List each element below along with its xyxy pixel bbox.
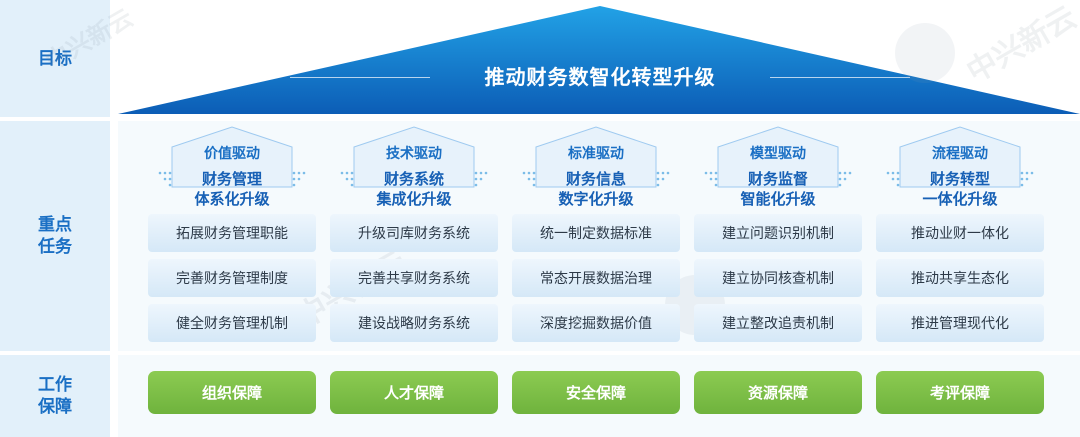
driver-header: 流程驱动 财务转型 一体化升级 [876, 125, 1044, 210]
goal-line-left [290, 77, 430, 78]
upgrade-title: 财务信息 数字化升级 [558, 170, 634, 208]
upgrade-title: 财务系统 集成化升级 [376, 170, 452, 208]
goal-label-box: 目标 [0, 0, 110, 117]
driver-header: 标准驱动 财务信息 数字化升级 [512, 125, 680, 210]
driver-title: 模型驱动 [750, 146, 806, 162]
watermark-logo-right [890, 18, 960, 92]
task-item: 升级司库财务系统 [330, 214, 498, 252]
guarantee-resources-button[interactable]: 资源保障 [694, 371, 862, 414]
guarantee-organization-button[interactable]: 组织保障 [148, 371, 316, 414]
house-icon [886, 126, 1034, 188]
goal-title: 推动财务数智化转型升级 [484, 65, 716, 89]
task-item: 推动共享生态化 [876, 259, 1044, 297]
task-item: 拓展财务管理职能 [148, 214, 316, 252]
upgrade-title: 财务转型 一体化升级 [922, 170, 998, 208]
task-item: 健全财务管理机制 [148, 304, 316, 342]
task-column: 标准驱动 财务信息 数字化升级 统一制定数据标准 常态开展数据治理 深度挖掘数据… [512, 125, 680, 342]
task-item: 建立整改追责机制 [694, 304, 862, 342]
driver-title: 技术驱动 [386, 146, 442, 162]
upgrade-title: 财务管理 体系化升级 [194, 170, 270, 208]
task-item: 常态开展数据治理 [512, 259, 680, 297]
driver-title: 流程驱动 [932, 146, 988, 162]
task-item: 完善财务管理制度 [148, 259, 316, 297]
driver-title: 价值驱动 [204, 146, 260, 162]
cloud-logo-icon [895, 23, 955, 83]
tasks-label-box: 重点 任务 [0, 121, 110, 351]
driver-header: 价值驱动 财务管理 体系化升级 [148, 125, 316, 210]
house-icon [340, 126, 488, 188]
task-item: 推动业财一体化 [876, 214, 1044, 252]
goal-roof [118, 6, 1080, 114]
task-column: 流程驱动 财务转型 一体化升级 推动业财一体化 推动共享生态化 推进管理现代化 [876, 125, 1044, 342]
upgrade-title: 财务监督 智能化升级 [740, 170, 816, 208]
task-item: 深度挖掘数据价值 [512, 304, 680, 342]
task-item: 推进管理现代化 [876, 304, 1044, 342]
driver-header: 技术驱动 财务系统 集成化升级 [330, 125, 498, 210]
task-item: 建立协同核查机制 [694, 259, 862, 297]
tasks-label: 重点 任务 [38, 215, 72, 257]
guarantee-talent-button[interactable]: 人才保障 [330, 371, 498, 414]
task-item: 完善共享财务系统 [330, 259, 498, 297]
driver-header: 模型驱动 财务监督 智能化升级 [694, 125, 862, 210]
driver-title: 标准驱动 [568, 146, 624, 162]
house-icon [704, 126, 852, 188]
task-item: 建立问题识别机制 [694, 214, 862, 252]
house-icon [158, 126, 306, 188]
task-column: 技术驱动 财务系统 集成化升级 升级司库财务系统 完善共享财务系统 建设战略财务… [330, 125, 498, 342]
task-item: 统一制定数据标准 [512, 214, 680, 252]
task-column: 价值驱动 财务管理 体系化升级 拓展财务管理职能 完善财务管理制度 健全财务管理… [148, 125, 316, 342]
task-column: 模型驱动 财务监督 智能化升级 建立问题识别机制 建立协同核查机制 建立整改追责… [694, 125, 862, 342]
guarantee-security-button[interactable]: 安全保障 [512, 371, 680, 414]
house-icon [522, 126, 670, 188]
goal-label: 目标 [38, 48, 72, 69]
guarantee-evaluation-button[interactable]: 考评保障 [876, 371, 1044, 414]
task-item: 建设战略财务系统 [330, 304, 498, 342]
goal-line-right [770, 77, 910, 78]
guarantees-label: 工作 保障 [38, 375, 72, 417]
guarantees-label-box: 工作 保障 [0, 355, 110, 437]
